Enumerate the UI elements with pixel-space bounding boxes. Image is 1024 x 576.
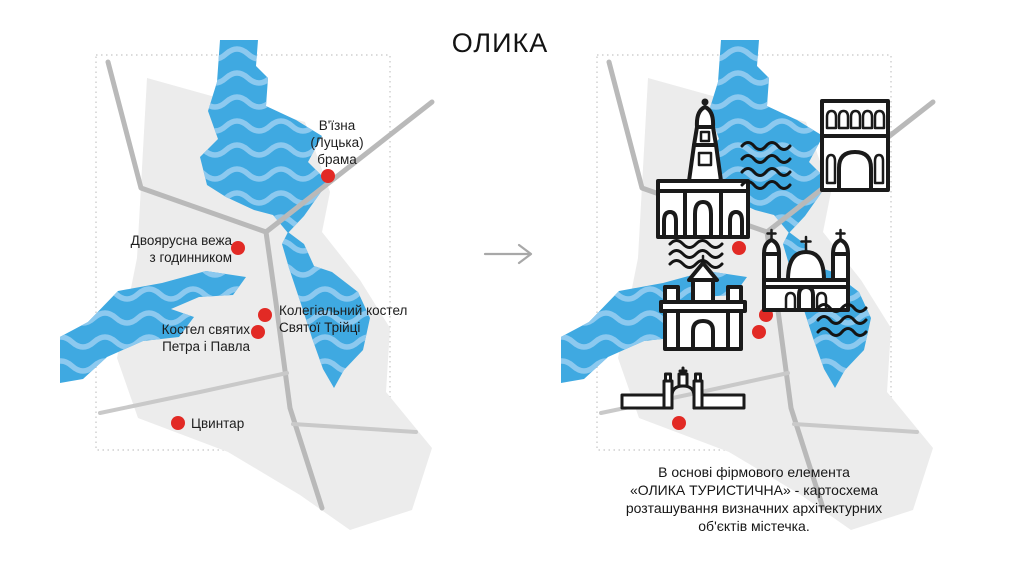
water-waves-icon [740, 141, 792, 190]
arrow-head [517, 243, 533, 265]
caption-line: «ОЛИКА ТУРИСТИЧНА» - картосхема [629, 482, 879, 498]
label-brama: В'їзна (Луцька) брама [287, 117, 387, 168]
cemetery-gate-icon [620, 366, 746, 410]
right-map-graphic [561, 40, 971, 540]
label-line: Двоярусна вежа [130, 233, 232, 248]
label-line: Цвинтар [191, 416, 245, 431]
label-line: Колегіальний костел [279, 303, 408, 318]
label-vezha: Двоярусна вежа з годинником [118, 232, 232, 266]
label-line: Костел святих [161, 322, 250, 337]
peter-paul-church-icon [659, 254, 747, 351]
label-line: (Луцька) [310, 135, 364, 150]
label-line: Святої Трійці [279, 320, 361, 335]
entrance-gate-icon [820, 99, 890, 192]
label-line: брама [317, 152, 357, 167]
water-waves-icon [816, 303, 868, 337]
label-line: Петра і Павла [162, 339, 250, 354]
caption-line: В основі фірмового елемента [658, 464, 850, 480]
clock-tower-icon [656, 98, 750, 239]
water-waves-icon [668, 239, 724, 269]
caption-line: об'єктів містечка. [698, 518, 810, 534]
page-title: ОЛИКА [451, 28, 549, 58]
label-line: з годинником [149, 250, 233, 265]
label-kostel: Костел святих Петра і Павла [148, 321, 250, 355]
caption-line: розташування визначних архітектурних [625, 500, 883, 516]
caption: В основі фірмового елемента «ОЛИКА ТУРИС… [573, 463, 935, 535]
left-map-graphic [60, 40, 470, 540]
transform-arrow [483, 243, 533, 265]
label-kolehialnyi: Колегіальний костел Святої Трійці [279, 302, 429, 336]
collegiate-church-icon [762, 228, 850, 312]
label-tsvyntar: Цвинтар [191, 415, 271, 432]
label-line: В'їзна [318, 118, 356, 133]
